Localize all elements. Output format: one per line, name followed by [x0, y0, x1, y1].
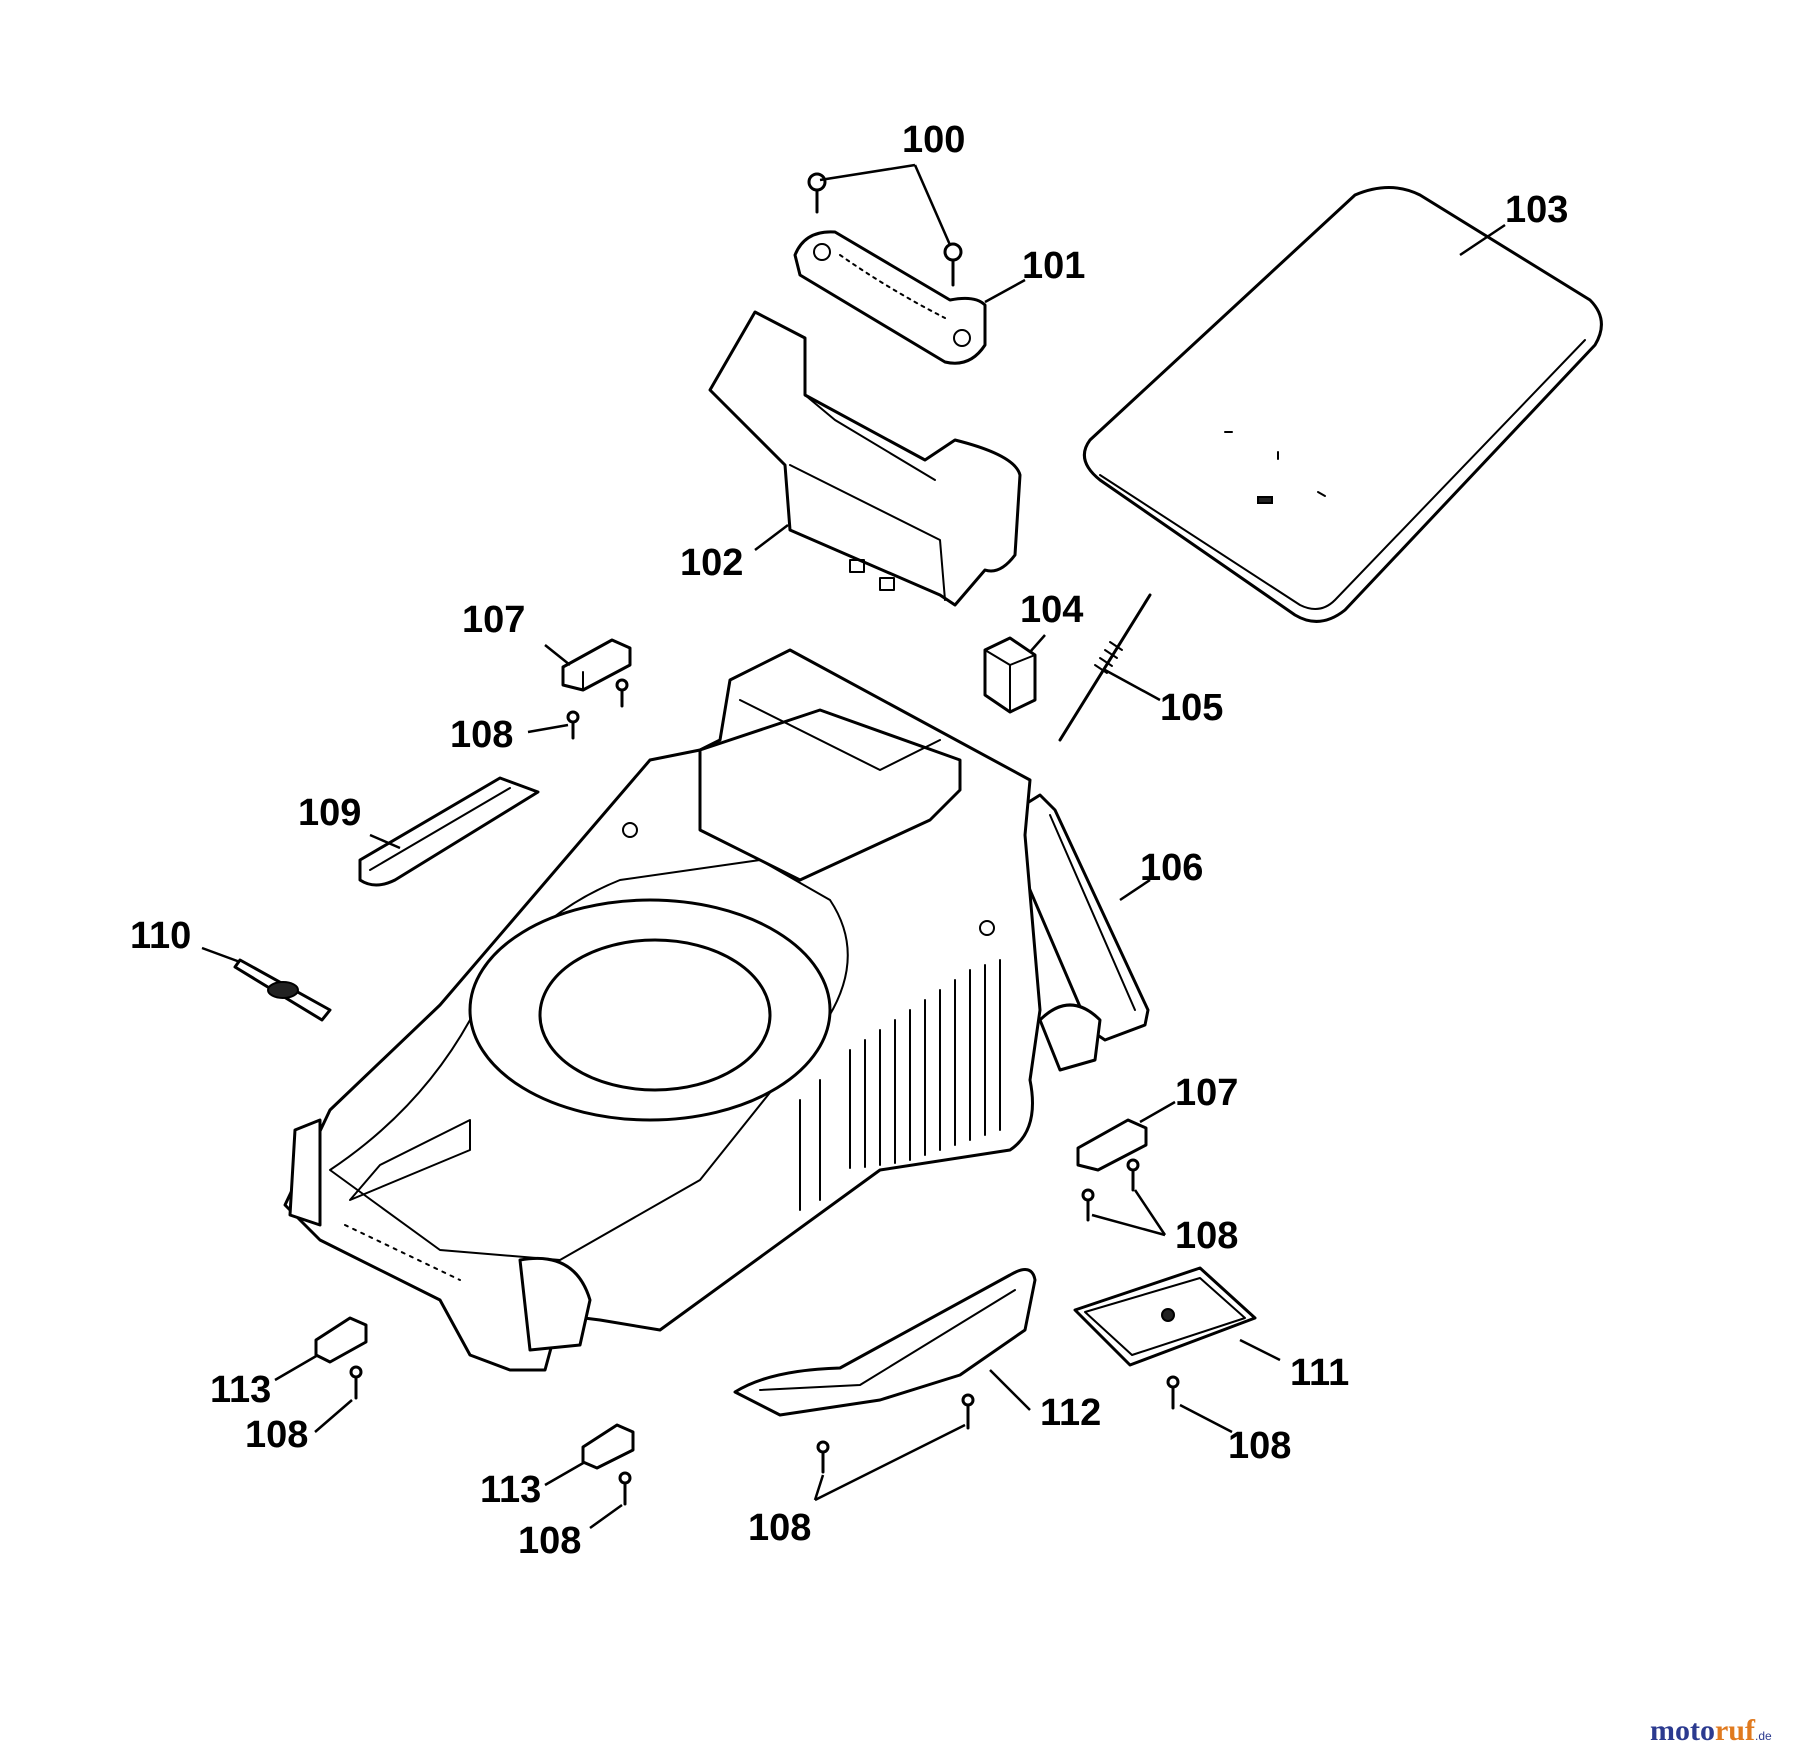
part-108-screws-top	[566, 678, 629, 740]
part-102-handle-frame	[708, 310, 1022, 607]
part-112-rear-guard	[733, 1268, 1037, 1417]
callout-108-bottom-right: 108	[1228, 1425, 1291, 1467]
callout-108-bottom-left: 108	[518, 1520, 581, 1562]
callout-113-bottom: 113	[480, 1469, 541, 1511]
callout-100: 100	[902, 119, 965, 161]
part-104-rubber-block	[983, 636, 1037, 714]
watermark-part1: moto	[1650, 1714, 1715, 1747]
part-108-screws-bottom	[349, 1365, 1180, 1506]
callout-102: 102	[680, 542, 743, 584]
callout-110: 110	[130, 915, 191, 957]
part-107-clip-right	[1076, 1118, 1148, 1172]
callout-106: 106	[1140, 847, 1203, 889]
part-107-clip-top	[561, 638, 632, 692]
callout-104: 104	[1020, 589, 1083, 631]
mower-deck-housing	[283, 648, 1102, 1372]
callout-113-left: 113	[210, 1369, 271, 1411]
part-108-screws-right	[1081, 1158, 1140, 1222]
callout-108-left: 108	[245, 1414, 308, 1456]
callout-111: 111	[1290, 1352, 1349, 1394]
callout-101: 101	[1022, 245, 1085, 287]
watermark-suffix: .de	[1755, 1729, 1772, 1743]
part-105-spring	[1058, 593, 1152, 742]
part-101-handle-grip	[793, 230, 987, 365]
callout-107-right: 107	[1175, 1072, 1238, 1114]
callout-108-right: 108	[1175, 1215, 1238, 1257]
leader-lines	[201, 163, 1506, 1530]
watermark-logo: motoruf.de	[1650, 1714, 1772, 1747]
callout-108-bottom-center: 108	[748, 1507, 811, 1549]
callout-103: 103	[1505, 189, 1568, 231]
svg-text:motoruf.de: motoruf.de	[1650, 1714, 1772, 1747]
part-109-trim-strip	[358, 776, 540, 887]
callout-105: 105	[1160, 687, 1223, 729]
callout-108-top: 108	[450, 714, 513, 756]
part-113-clip-bottom	[581, 1423, 635, 1470]
part-113-clip-left	[314, 1316, 368, 1364]
part-100-screws	[807, 172, 963, 287]
callout-112: 112	[1040, 1392, 1101, 1434]
callout-107-top: 107	[462, 599, 525, 641]
part-103-catcher-lid	[1082, 186, 1603, 623]
watermark-part2: ruf	[1715, 1714, 1756, 1747]
part-111-grille-plate	[1073, 1266, 1257, 1367]
part-110-badge	[233, 958, 332, 1022]
callout-labels: 100 101 102 103 104 105 106 107 108 109 …	[130, 119, 1568, 1562]
callout-109: 109	[298, 792, 361, 834]
